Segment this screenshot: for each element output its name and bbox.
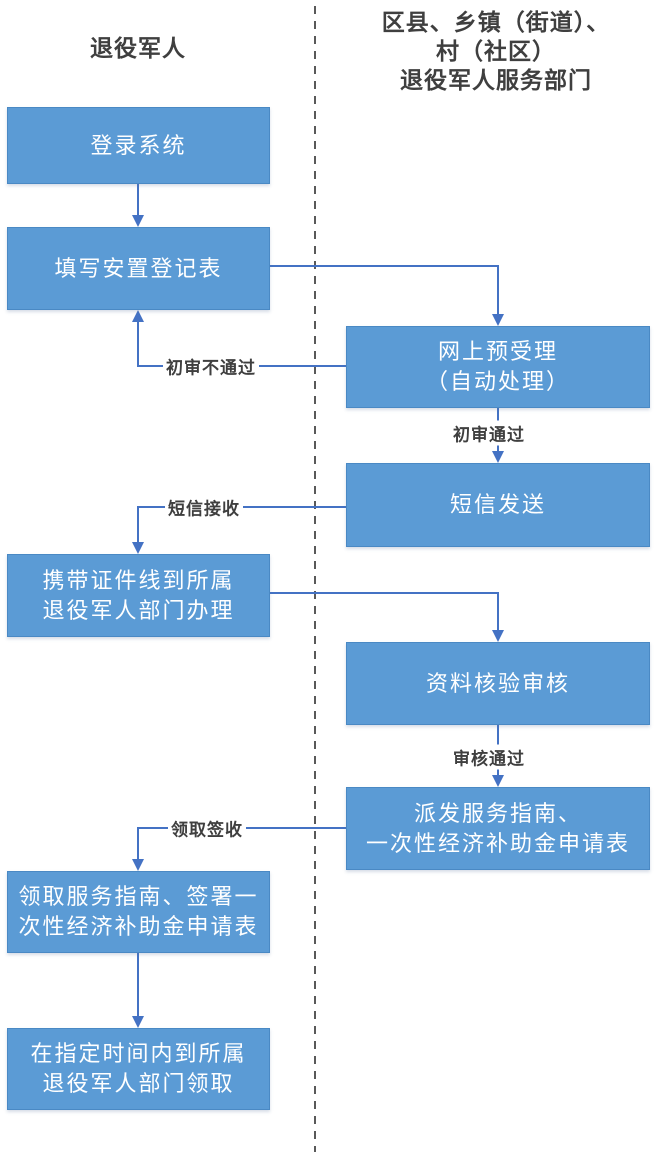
edge-label-initial-review-failed: 初审不通过 bbox=[163, 353, 259, 379]
lane-header-service-department: 区县、乡镇（街道）、 村（社区） 退役军人服务部门 bbox=[332, 8, 660, 95]
arrow-online-pre-to-fill-form bbox=[137, 322, 346, 367]
step-login-system: 登录系统 bbox=[7, 107, 270, 184]
edge-label-receive-and-sign: 领取签收 bbox=[168, 815, 246, 841]
step-pickup-at-department: 在指定时间内到所属 退役军人部门领取 bbox=[7, 1028, 270, 1110]
step-sms-send-label: 短信发送 bbox=[449, 492, 546, 517]
lane-header-service-line1: 区县、乡镇（街道）、 bbox=[381, 9, 611, 35]
step-fill-registration-form: 填写安置登记表 bbox=[7, 227, 270, 310]
step-login-system-label: 登录系统 bbox=[90, 132, 187, 158]
arrowhead-review-to-dispatch bbox=[492, 775, 504, 787]
edge-label-sms-received: 短信接收 bbox=[165, 494, 243, 520]
step-online-pre-line2: （自动处理） bbox=[425, 369, 570, 394]
arrow-visit-office-to-review bbox=[270, 592, 499, 630]
arrowhead-receive-to-pickup bbox=[132, 1016, 144, 1028]
step-dispatch-guide-and-application: 派发服务指南、 一次性经济补助金申请表 bbox=[346, 787, 650, 870]
lane-header-service-line2: 村（社区） bbox=[436, 38, 556, 64]
step-receive-guide-line2: 次性经济补助金申请表 bbox=[18, 914, 259, 939]
step-online-pre-acceptance: 网上预受理 （自动处理） bbox=[346, 326, 650, 408]
step-receive-guide-line1: 领取服务指南、签署一 bbox=[18, 884, 259, 909]
step-online-pre-line1: 网上预受理 bbox=[437, 339, 558, 364]
arrow-dispatch-to-receive bbox=[137, 827, 346, 859]
arrowhead-dispatch-to-receive bbox=[132, 859, 144, 871]
lane-divider-dashed-line bbox=[314, 6, 316, 1152]
arrowhead-visit-office-to-review bbox=[492, 630, 504, 642]
step-material-verification-review: 资料核验审核 bbox=[346, 642, 650, 725]
edge-label-initial-review-passed: 初审通过 bbox=[450, 420, 528, 446]
step-receive-guide-sign-application: 领取服务指南、签署一 次性经济补助金申请表 bbox=[7, 871, 270, 953]
arrowhead-online-pre-to-fill-form bbox=[132, 310, 144, 322]
step-material-review-label: 资料核验审核 bbox=[425, 670, 570, 696]
arrowhead-fill-form-to-online-pre bbox=[492, 314, 504, 326]
step-pickup-line2: 退役军人部门领取 bbox=[42, 1071, 235, 1096]
step-dispatch-line1: 派发服务指南、 bbox=[413, 800, 582, 826]
arrowhead-online-pre-to-sms bbox=[492, 451, 504, 463]
arrowhead-login-to-fill-form bbox=[132, 215, 144, 227]
arrow-fill-form-to-online-pre bbox=[270, 265, 499, 314]
arrowhead-sms-to-visit-office bbox=[132, 542, 144, 554]
step-fill-registration-form-label: 填写安置登记表 bbox=[54, 255, 223, 281]
step-visit-office-line1: 携带证件线到所属 bbox=[42, 567, 235, 593]
step-visit-office-line2: 退役军人部门办理 bbox=[42, 597, 235, 623]
step-pickup-line1: 在指定时间内到所属 bbox=[30, 1041, 247, 1066]
step-sms-send: 短信发送 bbox=[346, 463, 650, 547]
step-dispatch-line2: 一次性经济补助金申请表 bbox=[365, 830, 630, 856]
edge-label-audit-passed: 审核通过 bbox=[450, 744, 528, 770]
lane-header-service-line3: 退役军人服务部门 bbox=[400, 67, 592, 93]
arrow-sms-to-visit-office bbox=[137, 506, 346, 542]
lane-header-veteran: 退役军人 bbox=[90, 35, 186, 61]
step-visit-office-with-documents: 携带证件线到所属 退役军人部门办理 bbox=[7, 554, 270, 637]
